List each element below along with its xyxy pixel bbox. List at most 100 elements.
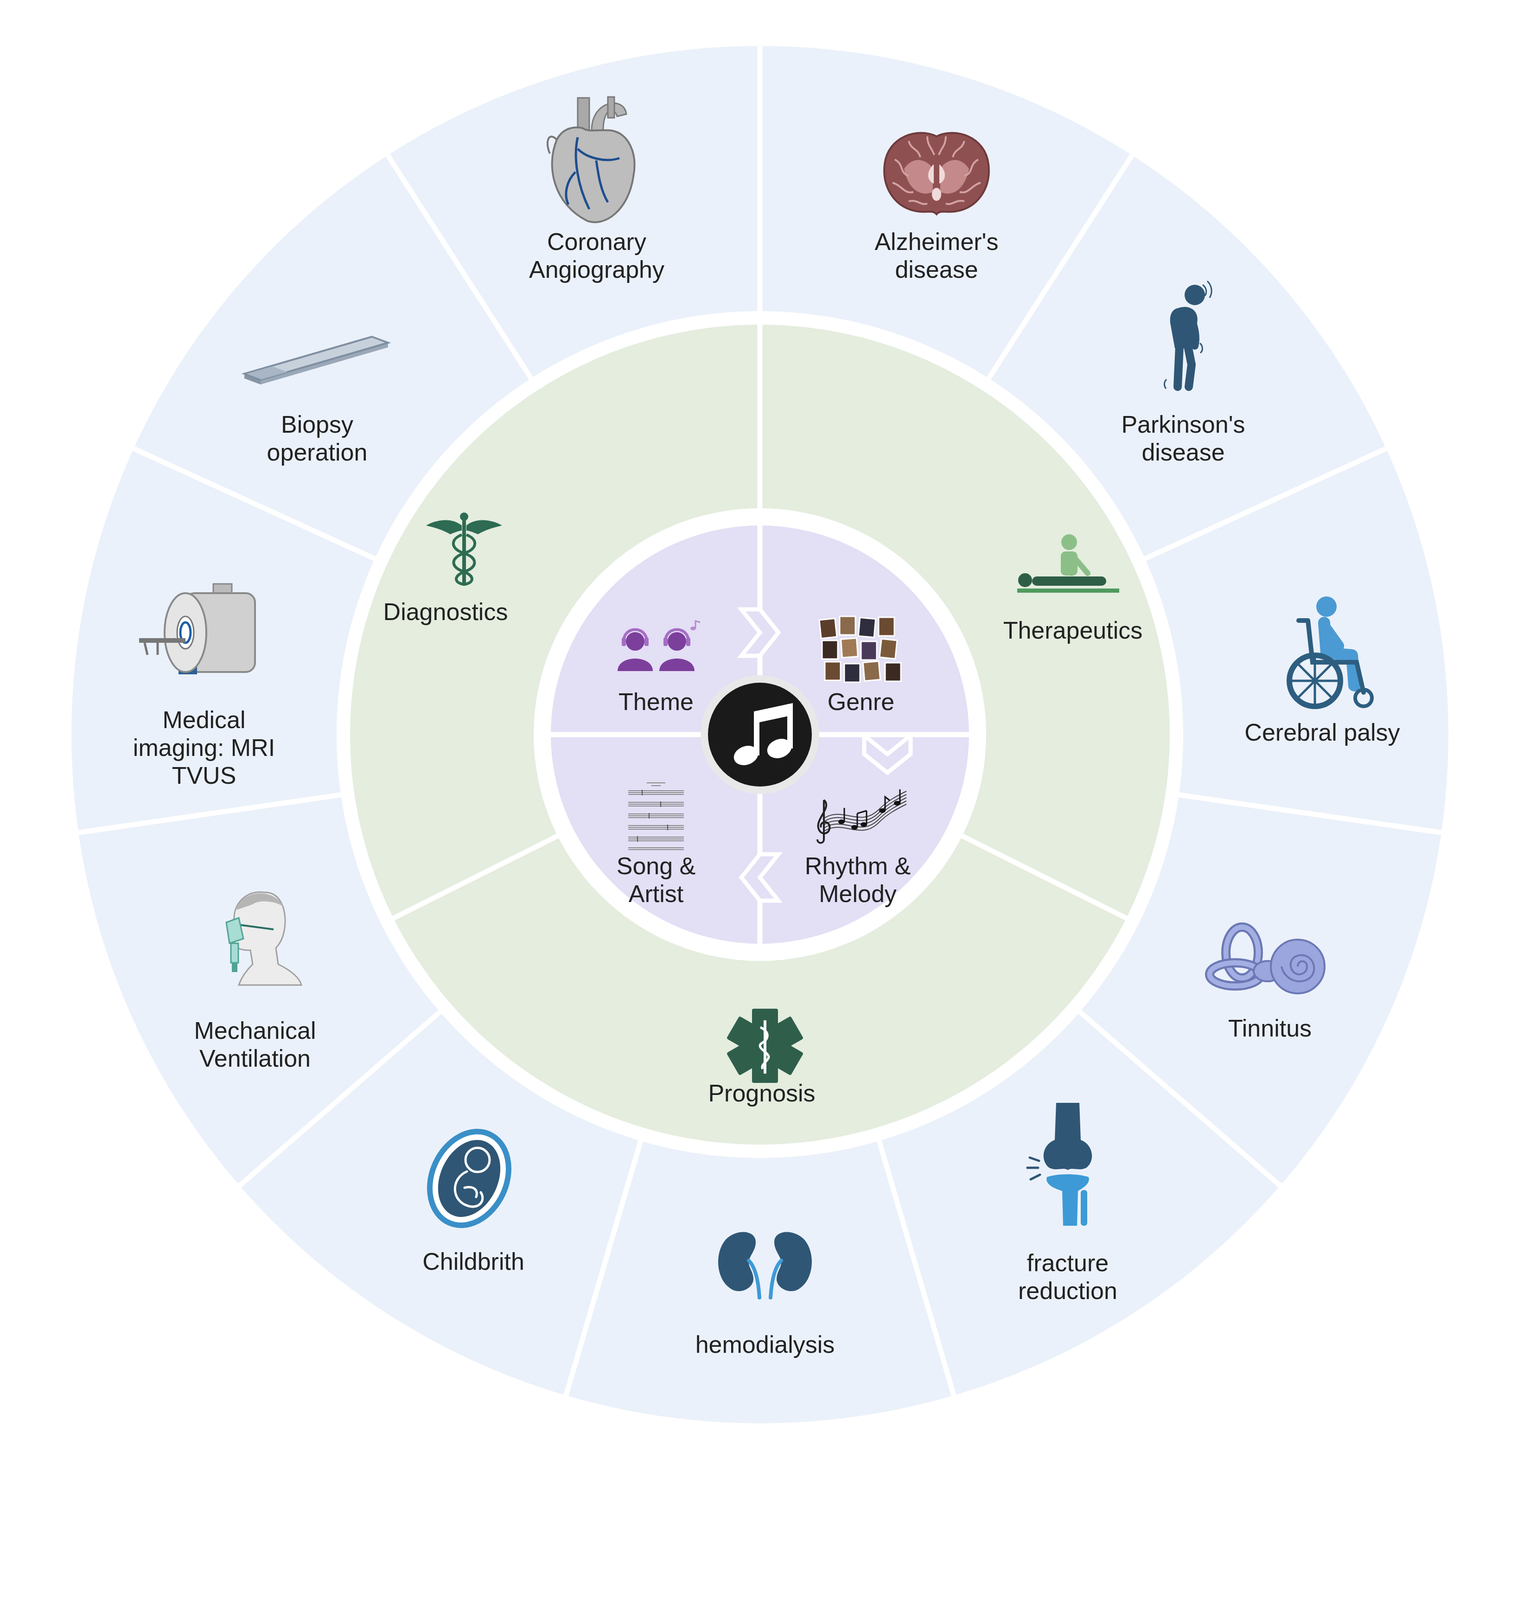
- ring-backgrounds-part: [336, 311, 1184, 1158]
- mri-scanner-icon: [139, 583, 255, 675]
- inner-ear-icon-part: [1270, 939, 1325, 994]
- label-text: Prognosis: [690, 1079, 834, 1108]
- label-text: Rhythm & Melody: [802, 852, 913, 908]
- heart-icon-part: [552, 127, 635, 223]
- segment-dividers-part: [757, 320, 763, 512]
- listeners-icon-part: [617, 658, 653, 671]
- mri-scanner-icon-part: [139, 637, 186, 643]
- quadrant-label: Rhythm & Melody: [799, 852, 916, 908]
- album-collage-icon-part: [822, 640, 838, 659]
- ventilation-patient-icon-part: [230, 943, 239, 963]
- chevron-shape: [864, 735, 911, 773]
- album-collage-icon-part: [841, 637, 859, 658]
- label-text: Genre: [810, 688, 912, 716]
- inner-ear-icon-part: [1281, 955, 1314, 982]
- segment-dividers-part: [385, 151, 534, 382]
- label-text: Mechanical Ventilation: [174, 1016, 336, 1073]
- quadrant-label: Theme: [602, 688, 710, 716]
- album-collage-icon-part: [819, 618, 837, 638]
- mri-scanner-icon-part: [177, 616, 194, 649]
- fetus-icon-part: [454, 1171, 483, 1207]
- sheet-music-icon-part: [628, 847, 684, 850]
- album-collage-icon: [819, 616, 901, 683]
- music-note-emblem-part: [707, 682, 812, 787]
- ventilation-patient-icon-part: [238, 924, 274, 930]
- wheelchair-icon: [1289, 596, 1372, 707]
- therapy-icon-part: [1017, 588, 1120, 593]
- music-staff-icon-part: [822, 800, 907, 829]
- sheet-music-icon-part: [628, 802, 684, 806]
- music-staff-icon-part: [843, 807, 846, 822]
- fetus-icon-part: [465, 1147, 490, 1172]
- therapy-icon-part: [1061, 534, 1078, 550]
- album-collage-icon-part: [824, 661, 841, 681]
- application-label: Alzheimer's disease: [860, 228, 1014, 284]
- segment-dividers-part: [757, 41, 763, 315]
- caduceus-icon-part: [459, 512, 469, 521]
- music-note-emblem: [700, 675, 820, 794]
- therapy-icon-part: [1032, 576, 1107, 586]
- segment-dividers-part: [389, 834, 561, 920]
- caduceus-icon: [426, 512, 503, 586]
- brain-icon: [884, 133, 989, 215]
- application-label: Biopsy operation: [242, 410, 392, 467]
- album-collage-icon-part: [860, 641, 877, 660]
- heart-icon-part: [547, 136, 557, 154]
- brain-icon-part: [892, 136, 981, 204]
- label-text: Tinnitus: [1203, 1014, 1337, 1043]
- sheet-music-icon-part: [637, 789, 668, 842]
- sheet-music-icon-part: [646, 782, 666, 786]
- music-staff-icon-part: [899, 789, 901, 804]
- ventilation-patient-icon-part: [231, 962, 238, 972]
- segment-dividers: [73, 41, 1447, 1400]
- category-label: Therapeutics: [994, 616, 1152, 645]
- kidneys-icon: [718, 1231, 812, 1298]
- listeners-icon-part: [665, 629, 689, 642]
- label-text: Childbrith: [406, 1247, 541, 1276]
- music-staff-icon-part: [822, 790, 907, 819]
- application-label: Childbrith: [403, 1247, 543, 1276]
- application-label: Medical imaging: MRI TVUS: [122, 706, 286, 790]
- fetus-icon-part: [426, 1129, 513, 1227]
- chevron-shape: [741, 854, 779, 901]
- label-text: Alzheimer's disease: [862, 228, 1011, 284]
- chevron-shape: [741, 609, 779, 656]
- caduceus-icon-part: [453, 534, 475, 585]
- listeners-icon-part: [663, 637, 668, 646]
- label-text: hemodialysis: [684, 1330, 846, 1359]
- category-label: Prognosis: [687, 1079, 836, 1108]
- knee-joint-icon: [1027, 1102, 1092, 1226]
- knee-joint-icon-part: [1080, 1189, 1088, 1226]
- stooped-person-icon-part: [1184, 284, 1205, 306]
- listeners-icon-part: [659, 658, 695, 671]
- fetus-icon: [414, 1118, 524, 1238]
- ventilation-patient-icon-part: [226, 917, 244, 944]
- heart-icon-part: [577, 97, 590, 131]
- label-text: Song & Artist: [605, 852, 707, 908]
- music-note-emblem-part: [753, 702, 793, 724]
- label-text: Biopsy operation: [245, 410, 389, 467]
- application-label: hemodialysis: [681, 1330, 849, 1359]
- inner-ear-icon-part: [1209, 962, 1261, 986]
- brain-icon-part: [931, 187, 942, 201]
- heart-icon-part: [566, 137, 620, 210]
- mri-scanner-icon-part: [164, 592, 207, 672]
- segment-dividers-part: [878, 1136, 956, 1400]
- application-label: Tinnitus: [1200, 1014, 1340, 1043]
- quadrant-label: Genre: [807, 688, 915, 716]
- label-text: fracture reduction: [996, 1249, 1140, 1305]
- application-label: Cerebral palsy: [1224, 718, 1420, 747]
- knee-joint-icon-part: [1043, 1102, 1092, 1170]
- glass-slide-icon-part: [244, 336, 389, 380]
- quadrant-label: Song & Artist: [602, 852, 710, 908]
- brain-icon-part: [928, 164, 945, 184]
- stooped-person-icon-part: [1164, 280, 1212, 389]
- segment-dividers-part: [1175, 794, 1447, 834]
- ventilation-patient-icon: [226, 891, 302, 985]
- listeners-icon-part: [623, 629, 647, 642]
- label-text: Diagnostics: [371, 598, 520, 626]
- label-text: Theme: [605, 688, 707, 716]
- album-collage-icon-part: [878, 617, 895, 636]
